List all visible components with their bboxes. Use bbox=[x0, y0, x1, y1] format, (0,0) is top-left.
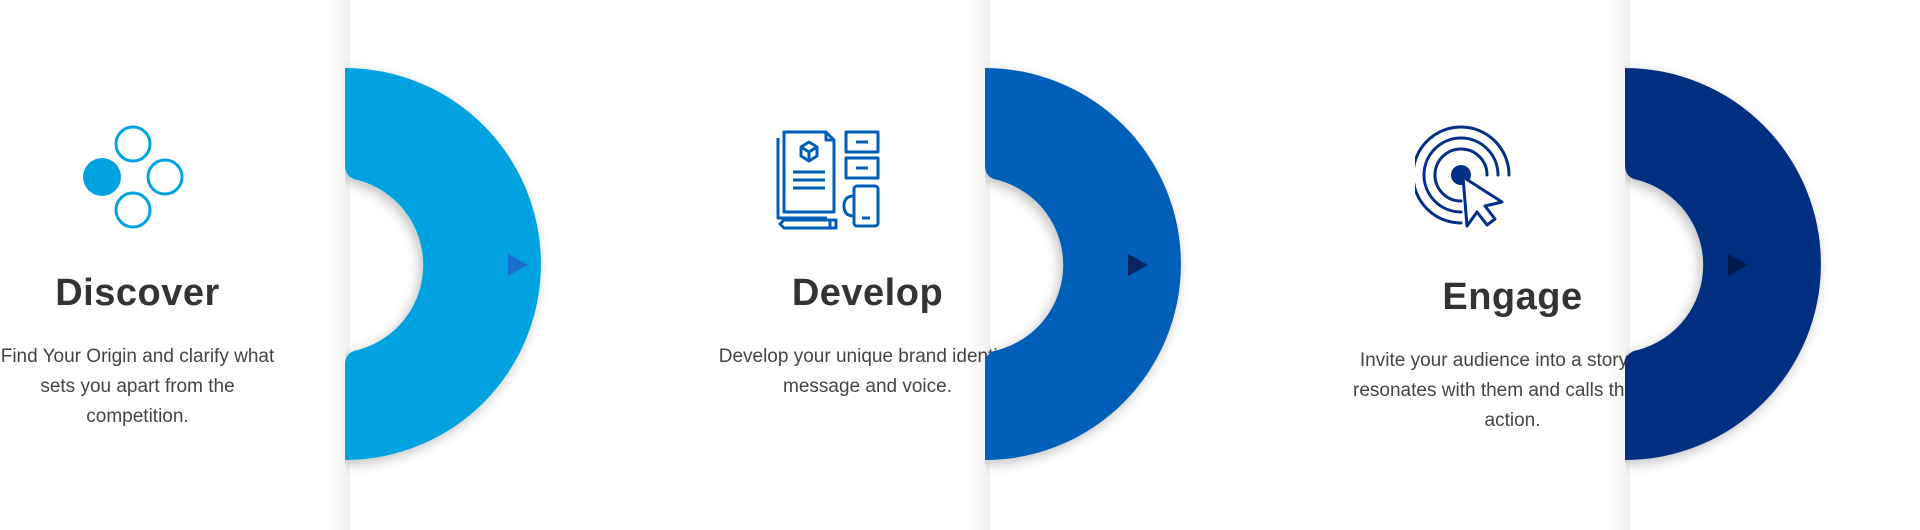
step-engage: Engage Invite your audience into a story… bbox=[1280, 0, 1920, 530]
target-click-icon bbox=[1411, 120, 1540, 235]
step-description: Find Your Origin and clarify what sets y… bbox=[0, 346, 275, 427]
step-develop: Develop Develop your unique brand identi… bbox=[640, 0, 1280, 530]
step-description: Invite your audience into a story that r… bbox=[1353, 350, 1672, 431]
arc-connector bbox=[345, 68, 541, 460]
circles-icon bbox=[60, 120, 185, 235]
arc-connector bbox=[985, 68, 1181, 460]
step-discover: Discover Find Your Origin and clarify wh… bbox=[0, 0, 640, 530]
play-arrow-icon bbox=[1728, 254, 1748, 276]
arc-connector bbox=[1625, 68, 1821, 460]
play-arrow-icon bbox=[508, 254, 528, 276]
step-title: Develop bbox=[791, 272, 944, 314]
step-title: Discover bbox=[55, 272, 220, 314]
step-description: Develop your unique brand identity, mess… bbox=[718, 346, 1017, 397]
step-panel: Engage Invite your audience into a story… bbox=[1280, 0, 1672, 530]
step-panel: Develop Develop your unique brand identi… bbox=[640, 0, 1016, 530]
step-panel: Discover Find Your Origin and clarify wh… bbox=[0, 0, 345, 530]
play-arrow-icon bbox=[1128, 254, 1148, 276]
step-title: Engage bbox=[1442, 276, 1583, 318]
brand-identity-icon bbox=[770, 120, 895, 235]
